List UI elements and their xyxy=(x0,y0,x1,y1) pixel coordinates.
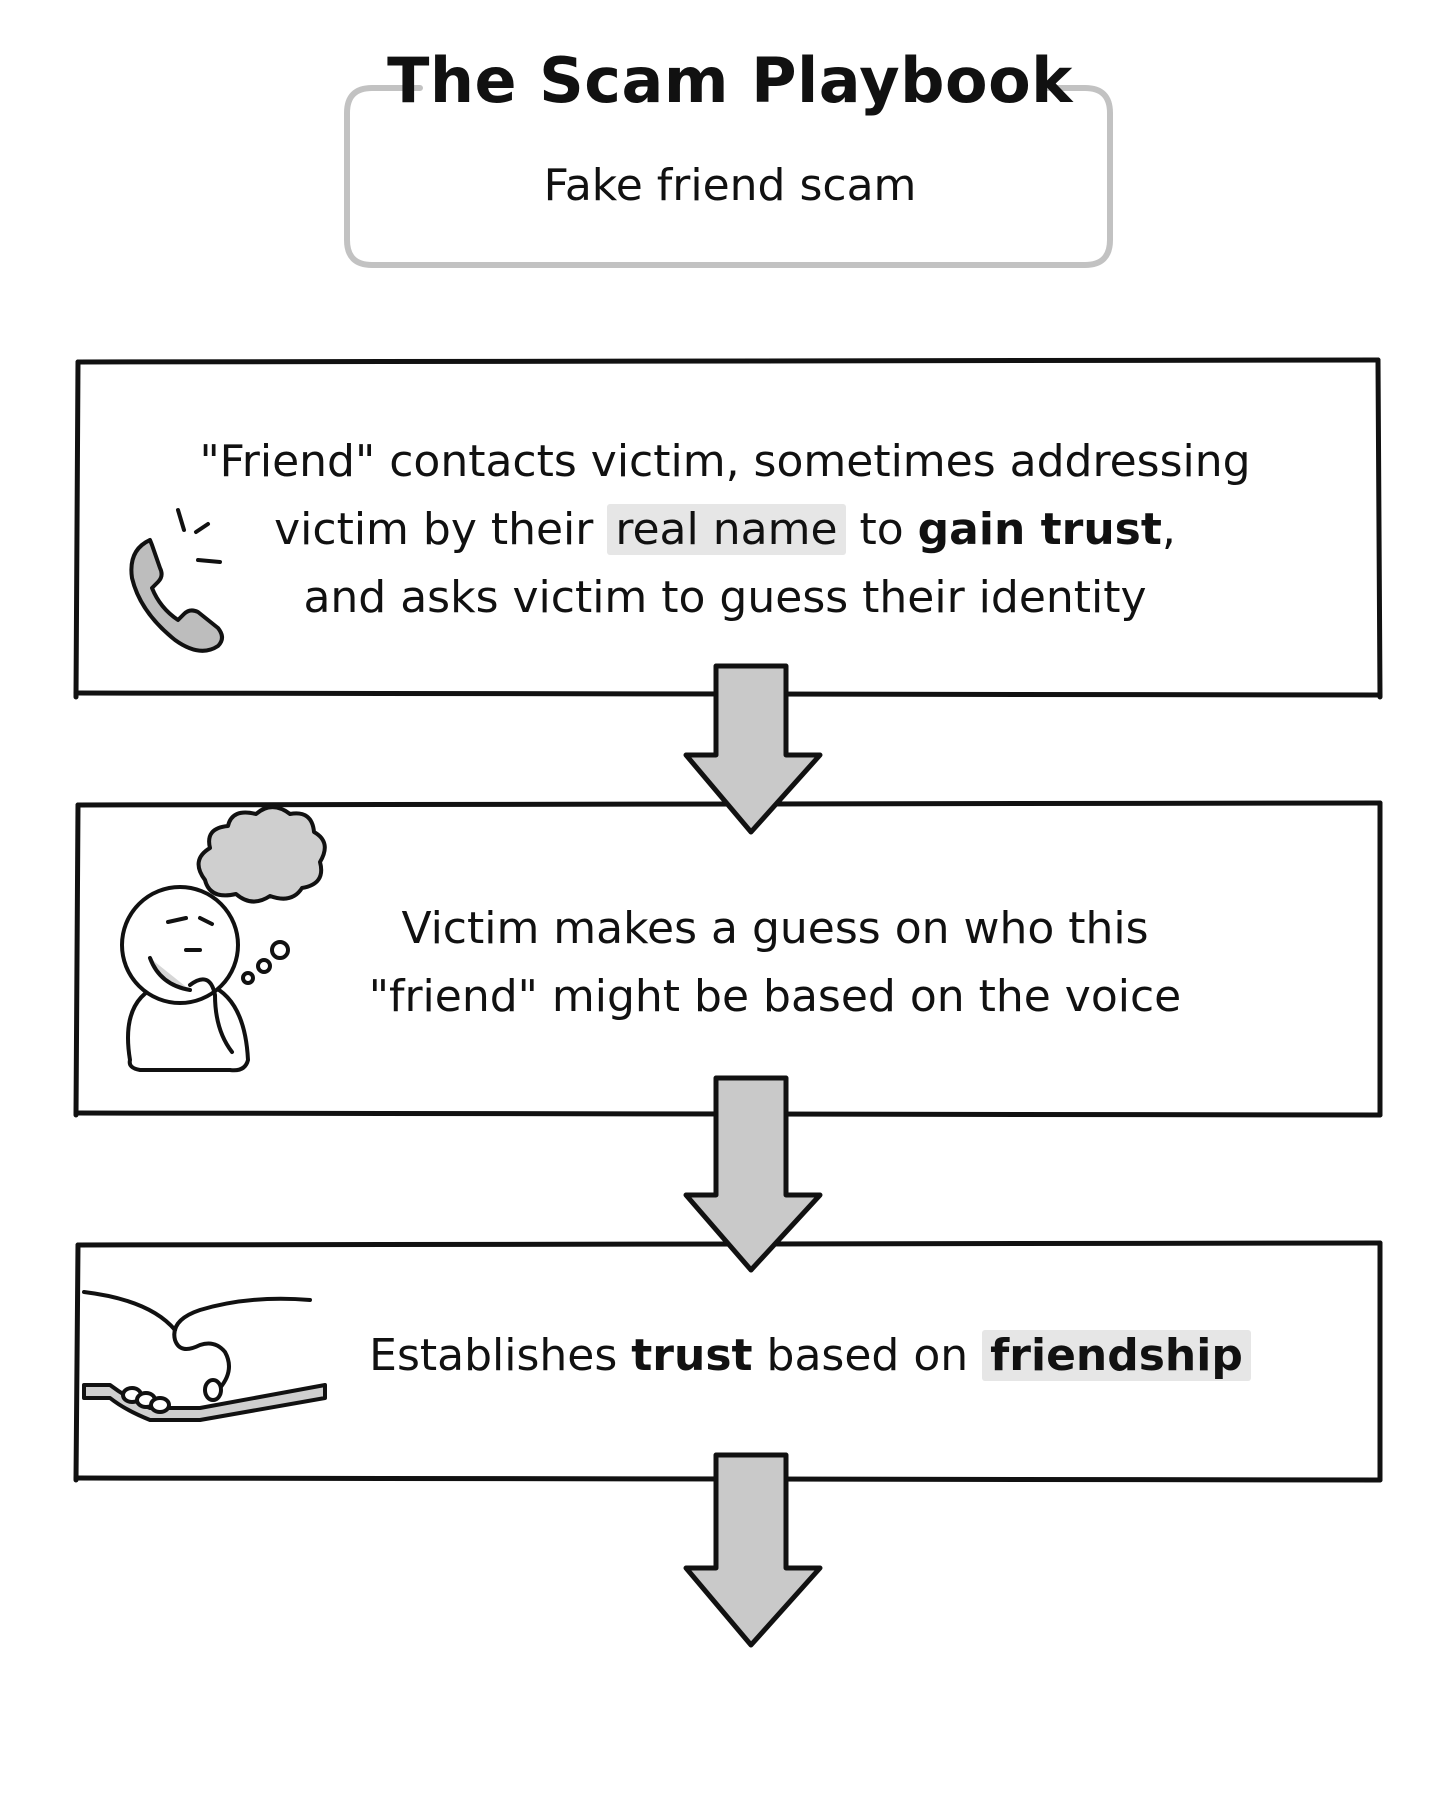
handshake-icon xyxy=(82,1290,327,1422)
step-2-text: Victim makes a guess on who this "friend… xyxy=(300,895,1250,1031)
step-3-text: Establishes trust based on friendship xyxy=(330,1322,1290,1390)
step-2-line-2: "friend" might be based on the voice xyxy=(368,971,1182,1022)
arrow-down-1 xyxy=(683,663,823,835)
step-1-line-2: victim by their real name to gain trust, xyxy=(150,496,1300,564)
step-1-bold: gain trust xyxy=(917,504,1162,555)
step-1-highlight: real name xyxy=(607,504,846,555)
step-3-mid: based on xyxy=(752,1330,983,1381)
step-1-line-2-post: , xyxy=(1161,504,1176,555)
step-1-text: "Friend" contacts victim, sometimes addr… xyxy=(150,428,1300,632)
step-3-bold: trust xyxy=(631,1330,753,1381)
step-1-line-1: "Friend" contacts victim, sometimes addr… xyxy=(199,436,1251,487)
step-2-line-1: Victim makes a guess on who this xyxy=(401,903,1149,954)
arrow-down-3 xyxy=(683,1452,823,1648)
step-1-line-2-pre: victim by their xyxy=(274,504,608,555)
step-1-line-3: and asks victim to guess their identity xyxy=(303,572,1147,623)
thinking-person-icon xyxy=(120,805,327,1073)
title-frame xyxy=(344,85,1113,268)
page-title: The Scam Playbook xyxy=(387,44,1073,117)
phone-icon xyxy=(129,508,224,653)
step-1-line-2-mid: to xyxy=(845,504,918,555)
step-3-pre: Establishes xyxy=(369,1330,632,1381)
arrow-down-2 xyxy=(683,1075,823,1273)
page-subtitle: Fake friend scam xyxy=(543,160,917,211)
step-3-highlight: friendship xyxy=(982,1330,1251,1381)
